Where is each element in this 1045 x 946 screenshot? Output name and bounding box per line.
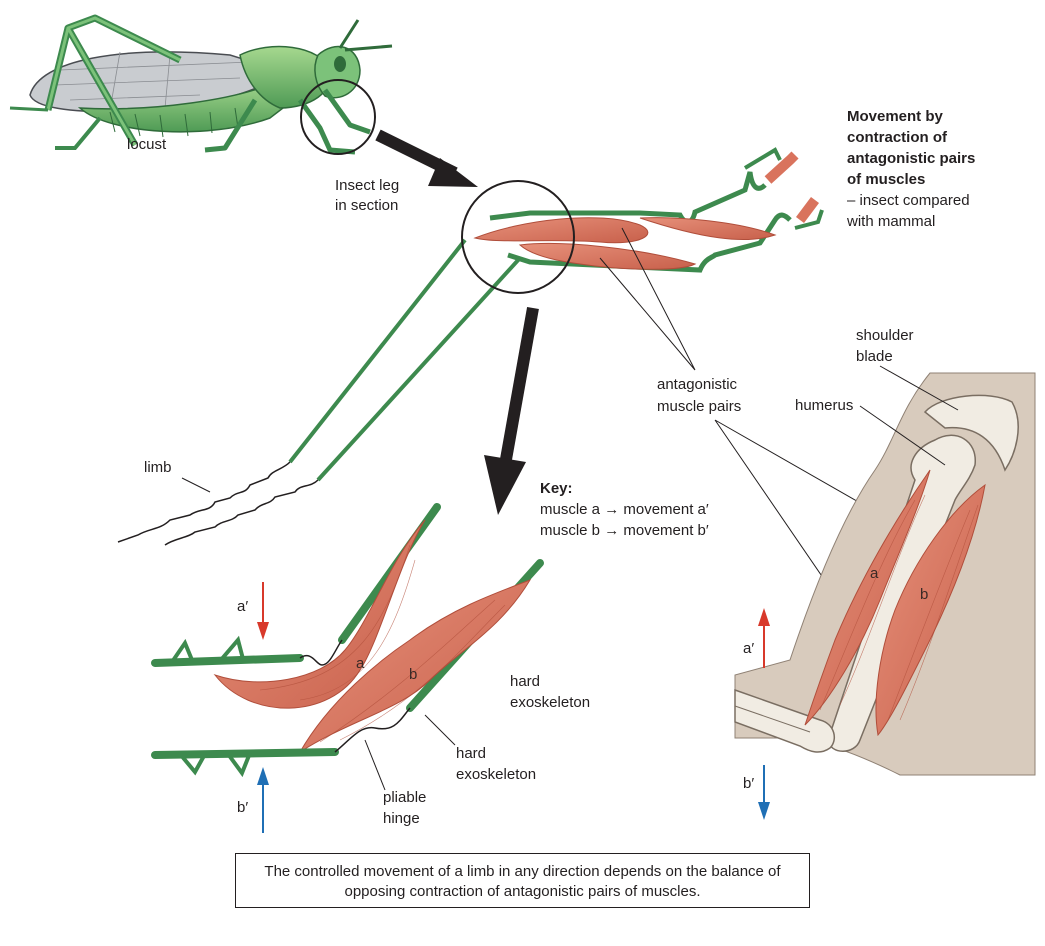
movement-arrow-b-insect [257, 767, 269, 833]
locust-head [315, 47, 360, 98]
shoulder-blade-label: shoulder [856, 327, 914, 344]
hard-exoskeleton-label-1-line2: exoskeleton [510, 694, 590, 711]
title-line-3: antagonistic pairs [847, 150, 975, 167]
closeup-muscle-b-label: b [409, 666, 417, 683]
insect-leg-label-line2: in section [335, 197, 398, 214]
key-heading: Key: [540, 480, 573, 497]
zoom-arrow-2 [484, 308, 533, 515]
antagonistic-label-line2: muscle pairs [657, 398, 741, 415]
locust-illustration [10, 18, 392, 152]
title-line-2: contraction of [847, 129, 948, 146]
arm-muscle-a-label: a [870, 565, 879, 582]
insect-move-a-label: a′ [237, 598, 248, 615]
movement-arrow-b-arm [758, 765, 770, 820]
tibia-muscle [640, 218, 775, 240]
title-line-1: Movement by [847, 108, 944, 125]
hard-exoskeleton-label-1: hard [510, 673, 540, 690]
hard-exoskeleton-label-2-line2: exoskeleton [456, 766, 536, 783]
pliable-hinge-label: pliable [383, 789, 426, 806]
shoulder-blade-label-line2: blade [856, 348, 893, 365]
caption-text: The controlled movement of a limb in any… [264, 863, 780, 900]
limb-label: limb [144, 459, 172, 476]
closeup-muscle-a-label: a [356, 655, 365, 672]
hard-exoskeleton-label-2: hard [456, 745, 486, 762]
mammal-arm: a b [735, 373, 1035, 775]
key-line-2: muscle b → movement b′ [540, 522, 709, 539]
humerus-label: humerus [795, 397, 853, 414]
title-block: Movement by contraction of antagonistic … [846, 108, 975, 230]
subtitle-line-1: – insect compared [847, 192, 970, 209]
insect-move-b-label: b′ [237, 799, 248, 816]
key: Key: muscle a → movement a′ muscle b → m… [540, 480, 709, 539]
key-line-1: muscle a → movement a′ [540, 501, 709, 518]
femur-muscle-upper [475, 218, 648, 243]
arm-muscle-b-label: b [920, 586, 928, 603]
caption-box: The controlled movement of a limb in any… [235, 853, 810, 908]
subtitle-line-2: with mammal [846, 213, 935, 230]
locust-label: locust [127, 136, 167, 153]
pliable-hinge-label-line2: hinge [383, 810, 420, 827]
femur-muscle-lower [520, 244, 695, 270]
insect-leg-label: Insect leg [335, 177, 399, 194]
antagonistic-label: antagonistic [657, 376, 738, 393]
arm-move-a-label: a′ [743, 640, 754, 657]
movement-arrow-a-insect [257, 582, 269, 640]
title-line-4: of muscles [847, 171, 925, 188]
movement-arrow-a-arm [758, 608, 770, 668]
arm-move-b-label: b′ [743, 775, 754, 792]
insect-joint-closeup: a b [155, 507, 540, 773]
